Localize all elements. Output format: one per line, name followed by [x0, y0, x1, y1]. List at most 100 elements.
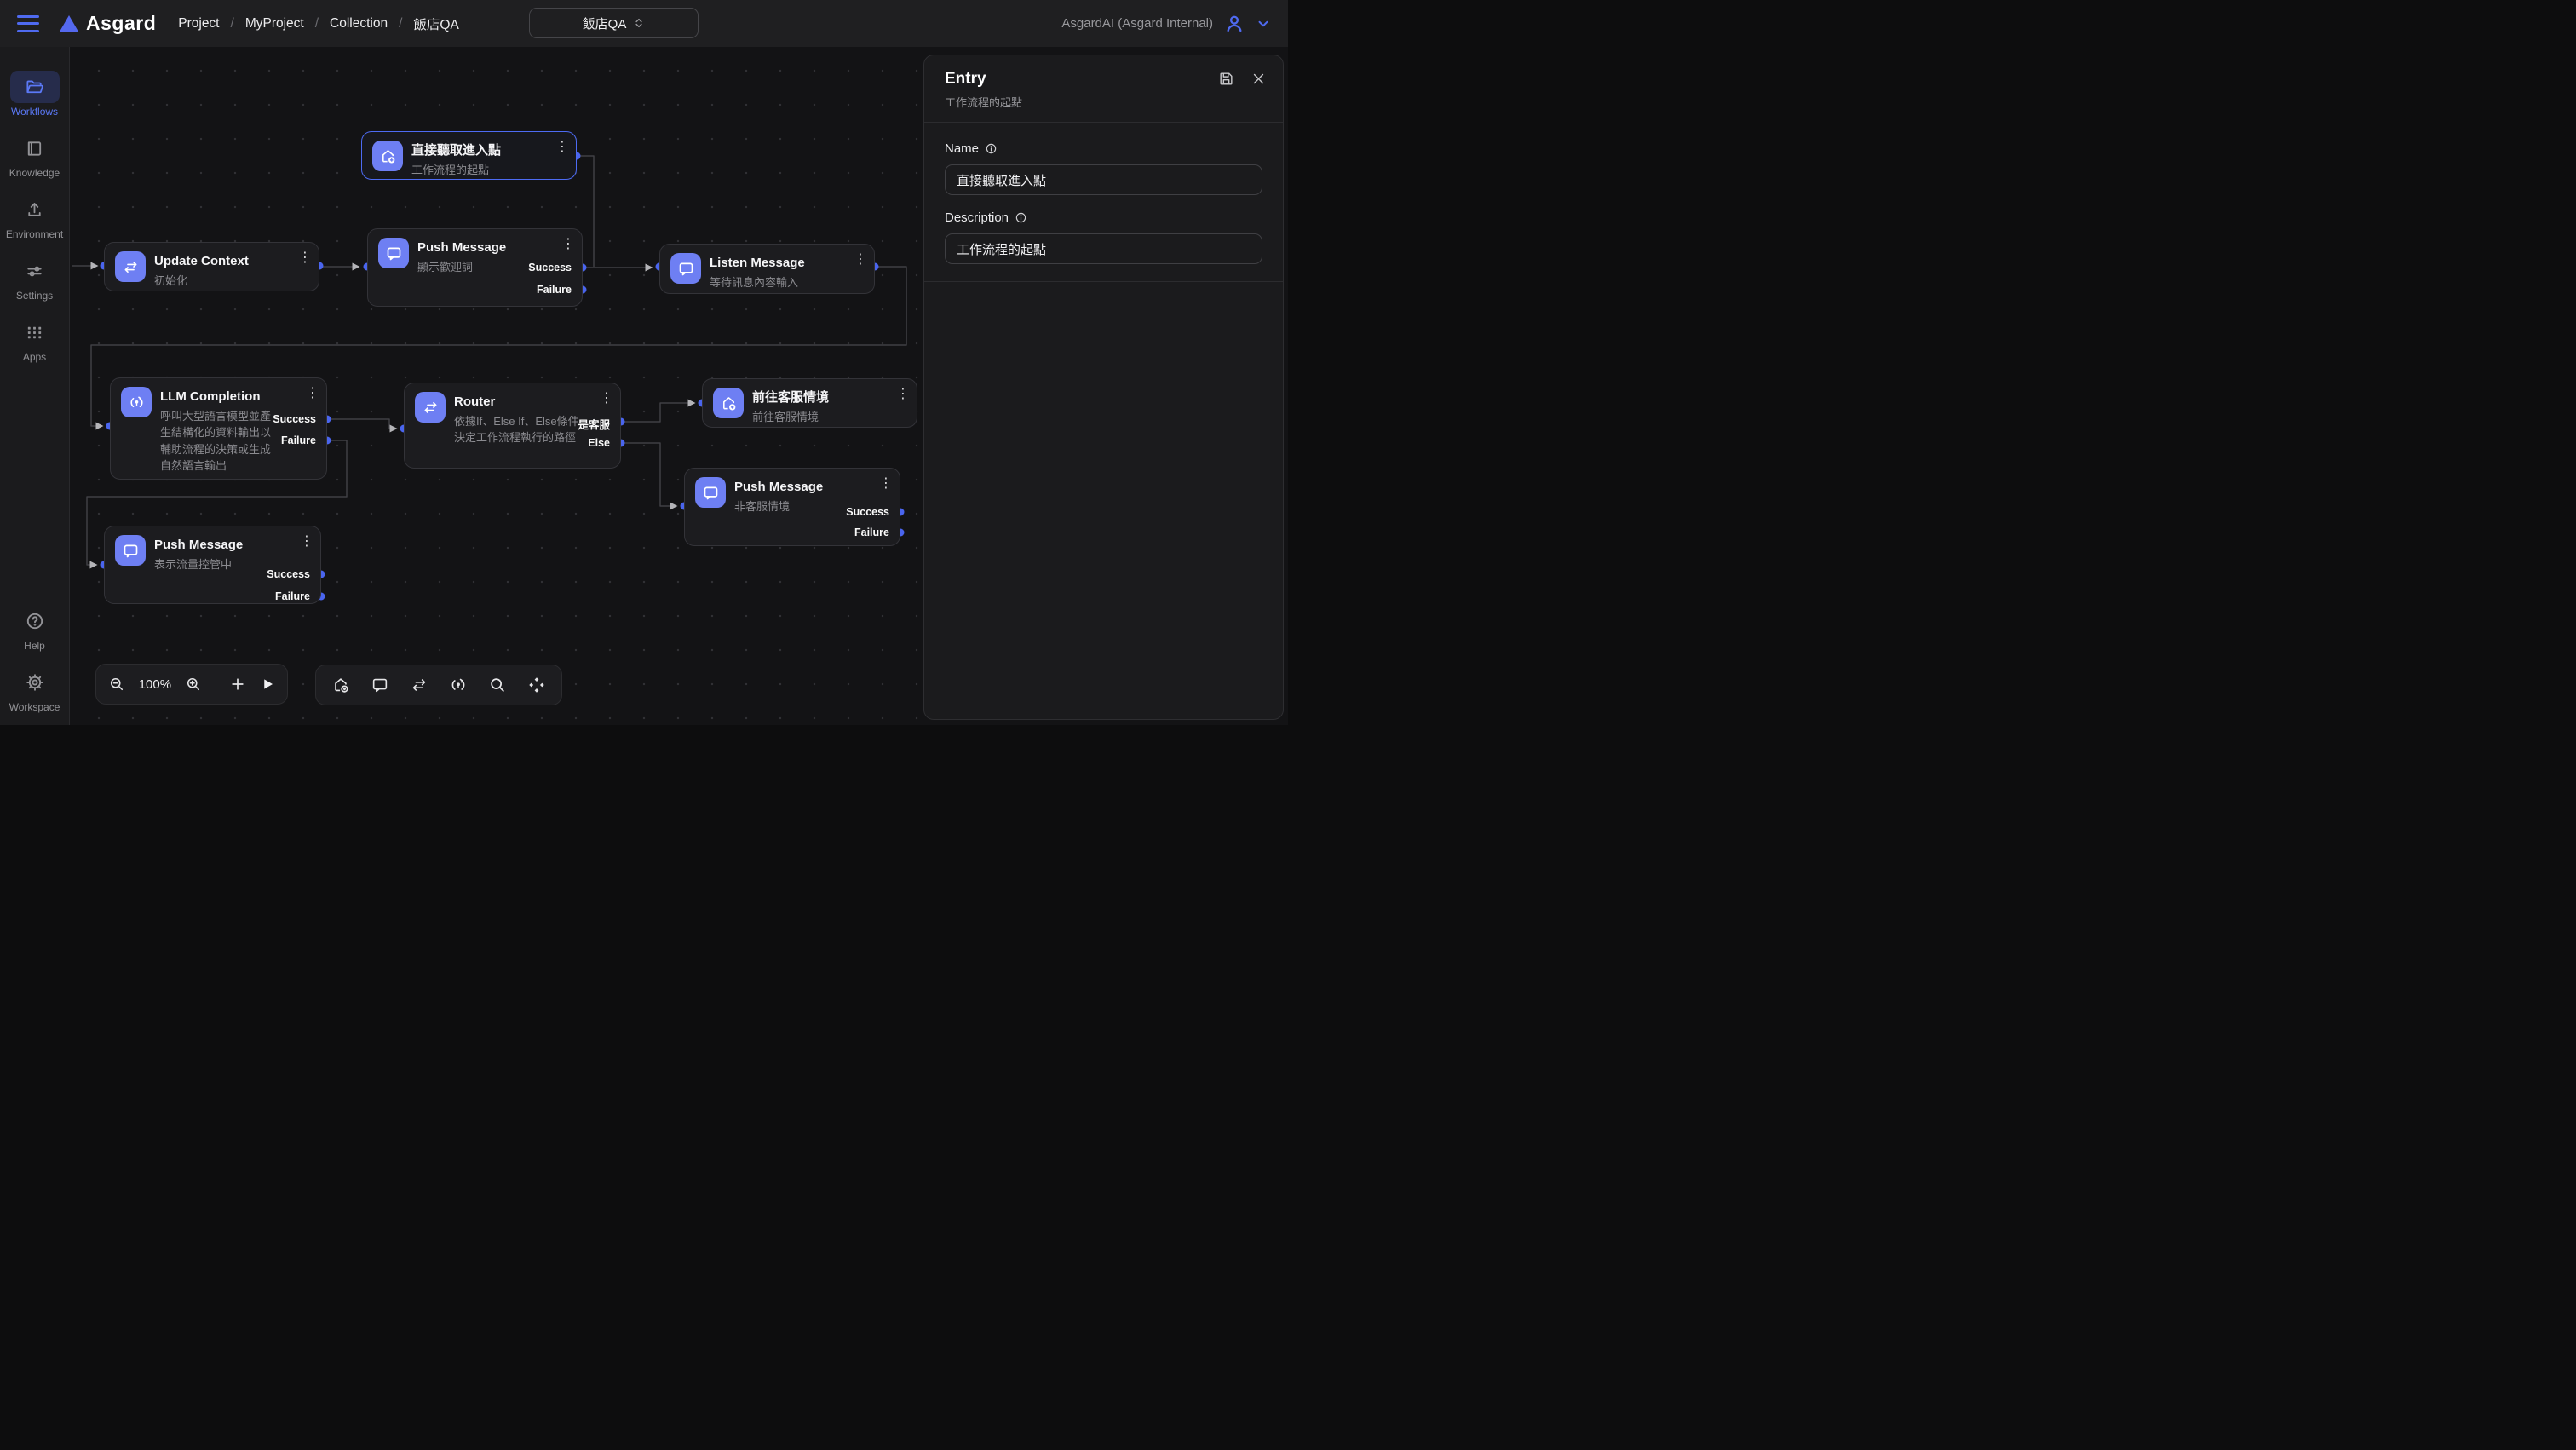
upload-icon [25, 200, 44, 220]
workflow-selector-dropdown[interactable]: 飯店QA [529, 8, 699, 38]
node-menu-icon[interactable]: ⋮ [896, 388, 908, 401]
node-menu-icon[interactable]: ⋮ [879, 477, 891, 491]
zoom-in-button[interactable] [185, 676, 202, 693]
zoom-level: 100% [139, 677, 171, 692]
chevron-down-icon[interactable] [1256, 16, 1271, 32]
output-failure[interactable]: Failure [281, 434, 316, 446]
sidebar-item-help[interactable]: Help [5, 605, 65, 652]
swap-icon [410, 676, 428, 694]
node-push-message-welcome[interactable]: Push Message 顯示歡迎詞 ⋮ Success Failure [367, 228, 583, 307]
book-icon [25, 139, 44, 158]
node-palette-toolbar [315, 665, 562, 705]
panel-body: Name Description [924, 123, 1283, 282]
breadcrumb-collection[interactable]: Collection [330, 16, 388, 32]
node-llm-completion[interactable]: LLM Completion 呼叫大型語言模型並產生結構化的資料輸出以輔助流程的… [110, 377, 327, 480]
llm-icon [128, 394, 146, 411]
swap-icon [422, 399, 440, 417]
node-push-message-throttle[interactable]: Push Message 表示流量控管中 ⋮ Success Failure [104, 526, 321, 604]
zoom-in-icon [185, 676, 202, 693]
run-workflow-button[interactable] [260, 676, 275, 692]
asgard-workflow-editor: Asgard Project / MyProject / Collection … [0, 0, 1288, 725]
node-menu-icon[interactable]: ⋮ [854, 253, 865, 267]
move-icon [527, 676, 546, 694]
output-success[interactable]: Success [267, 568, 310, 580]
breadcrumb: Project / MyProject / Collection / 飯店QA [178, 14, 459, 33]
message-icon [677, 260, 695, 278]
panel-subtitle: 工作流程的起點 [945, 94, 1266, 110]
add-button[interactable] [229, 676, 246, 693]
name-label: Name [945, 141, 979, 156]
sidebar-item-settings[interactable]: Settings [5, 255, 65, 302]
left-sidebar: Workflows Knowledge Environment Settings… [0, 47, 70, 725]
user-icon[interactable] [1223, 13, 1245, 35]
node-menu-icon[interactable]: ⋮ [306, 387, 318, 400]
node-menu-icon[interactable]: ⋮ [555, 141, 567, 154]
folder-open-icon [25, 78, 44, 97]
output-success[interactable]: Success [528, 262, 572, 273]
output-success[interactable]: Success [273, 413, 316, 425]
panel-divider [924, 281, 1283, 282]
sliders-icon [25, 262, 44, 281]
top-navbar: Asgard Project / MyProject / Collection … [0, 0, 1288, 47]
play-icon [260, 676, 275, 692]
info-icon[interactable] [985, 142, 998, 155]
close-panel-button[interactable] [1251, 71, 1266, 87]
swap-icon [122, 258, 140, 276]
app-logo[interactable]: Asgard [60, 12, 156, 35]
description-label: Description [945, 210, 1009, 225]
breadcrumb-myproject[interactable]: MyProject [245, 16, 304, 32]
entry-icon [720, 394, 738, 412]
zoom-out-button[interactable] [108, 676, 125, 693]
apps-grid-icon [25, 323, 44, 342]
node-menu-icon[interactable]: ⋮ [300, 535, 312, 549]
node-push-message-non-cs[interactable]: Push Message 非客服情境 ⋮ Success Failure [684, 468, 900, 546]
message-icon [385, 245, 403, 262]
description-input[interactable] [945, 233, 1262, 264]
output-failure[interactable]: Failure [275, 590, 310, 602]
sidebar-item-workspace[interactable]: Workspace [5, 666, 65, 713]
account-name: AsgardAI (Asgard Internal) [1061, 16, 1213, 31]
search-button[interactable] [488, 676, 507, 694]
sidebar-item-workflows[interactable]: Workflows [5, 71, 65, 118]
zoom-out-icon [108, 676, 125, 693]
output-else[interactable]: Else [588, 437, 610, 449]
node-menu-icon[interactable]: ⋮ [600, 392, 612, 406]
output-is-cs[interactable]: 是客服 [578, 416, 610, 432]
node-update-context[interactable]: Update Context 初始化 ⋮ [104, 242, 319, 291]
updown-chevrons-icon [633, 17, 645, 29]
node-menu-icon[interactable]: ⋮ [561, 238, 573, 251]
sidebar-item-environment[interactable]: Environment [5, 193, 65, 240]
output-failure[interactable]: Failure [537, 284, 572, 296]
llm-icon [449, 676, 468, 694]
sidebar-item-apps[interactable]: Apps [5, 316, 65, 363]
add-entry-node-button[interactable] [331, 676, 350, 694]
breadcrumb-project[interactable]: Project [178, 16, 219, 32]
save-button[interactable] [1218, 71, 1234, 87]
node-entry[interactable]: 直接聽取進入點 工作流程的起點 ⋮ [361, 131, 577, 180]
node-properties-panel: Entry 工作流程的起點 Name Description [923, 55, 1284, 720]
node-router[interactable]: Router 依據If、Else If、Else條件決定工作流程執行的路徑 ⋮ … [404, 383, 621, 469]
breadcrumb-workflow[interactable]: 飯店QA [413, 14, 458, 33]
add-context-node-button[interactable] [410, 676, 428, 694]
entry-icon [331, 676, 350, 694]
sidebar-item-knowledge[interactable]: Knowledge [5, 132, 65, 179]
node-menu-icon[interactable]: ⋮ [298, 251, 310, 265]
logo-text: Asgard [86, 12, 156, 35]
name-input[interactable] [945, 164, 1262, 195]
node-listen-message[interactable]: Listen Message 等待訊息內容輸入 ⋮ [659, 244, 875, 294]
save-icon [1218, 71, 1234, 87]
entry-icon [379, 147, 397, 165]
add-llm-node-button[interactable] [449, 676, 468, 694]
info-icon[interactable] [1015, 211, 1027, 224]
move-tool-button[interactable] [527, 676, 546, 694]
message-icon [122, 542, 140, 560]
plus-icon [229, 676, 246, 693]
gear-icon [25, 672, 45, 693]
node-goto-cs-context[interactable]: 前往客服情境 前往客服情境 ⋮ [702, 378, 917, 428]
output-success[interactable]: Success [846, 506, 889, 518]
menu-icon[interactable] [17, 15, 39, 32]
add-message-node-button[interactable] [371, 676, 389, 694]
output-failure[interactable]: Failure [854, 526, 889, 538]
help-icon [25, 611, 45, 631]
message-icon [371, 676, 389, 694]
